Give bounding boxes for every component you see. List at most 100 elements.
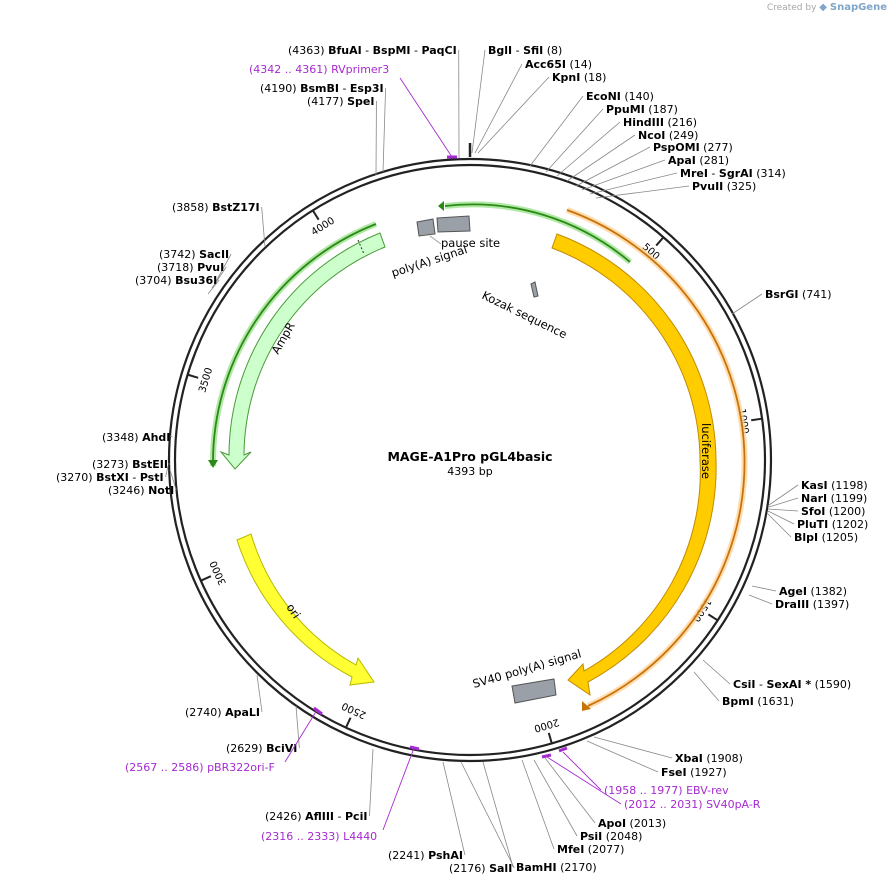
- enzyme-site[interactable]: SfoI (1200): [801, 505, 865, 518]
- enzyme-site[interactable]: NcoI (249): [638, 129, 698, 142]
- enzyme-site[interactable]: BlpI (1205): [794, 531, 858, 544]
- enzyme-site[interactable]: Acc65I (14): [525, 58, 592, 71]
- enzyme-site[interactable]: BamHI (2170): [516, 861, 597, 874]
- connector-line: [702, 659, 731, 685]
- enzyme-site[interactable]: FseI (1927): [661, 766, 727, 779]
- enzyme-site[interactable]: MfeI (2077): [557, 843, 624, 856]
- enzyme-site[interactable]: (3273) BstEII: [92, 458, 168, 471]
- enzyme-label: (3348) AhdI: [102, 431, 170, 444]
- enzyme-label: (4190) BsmBI - Esp3I: [260, 82, 384, 95]
- enzyme-site[interactable]: BglI - SfiI (8): [488, 44, 562, 57]
- amp-green-arc: [212, 223, 377, 467]
- snapgene-logo-icon: ◆: [819, 2, 827, 13]
- enzyme-site[interactable]: EcoNI (140): [586, 90, 654, 103]
- enzyme-site[interactable]: (3742) SacII: [159, 248, 229, 261]
- tick-mark: [707, 613, 719, 622]
- enzyme-site[interactable]: (3348) AhdI: [102, 431, 170, 444]
- enzyme-site[interactable]: (4363) BfuAI - BspMI - PaqCI: [288, 44, 457, 57]
- feature-ampr[interactable]: [219, 232, 386, 470]
- enzyme-site[interactable]: (2629) BciVI: [226, 742, 297, 755]
- feature-sv40-polya-box[interactable]: [511, 678, 557, 704]
- tick-mark: [547, 732, 553, 744]
- primer-binding-mark: [313, 706, 323, 716]
- enzyme-site[interactable]: PvuII (325): [692, 180, 756, 193]
- primer-site[interactable]: (2316 .. 2333) L4440: [261, 830, 377, 843]
- connector-line: [545, 108, 604, 173]
- enzyme-site[interactable]: NarI (1199): [801, 492, 867, 505]
- enzyme-site[interactable]: DraIII (1397): [775, 598, 849, 611]
- enzyme-site[interactable]: (2176) SalI: [449, 862, 512, 875]
- enzyme-site[interactable]: (3704) Bsu36I: [135, 274, 217, 287]
- tick-label: 3500: [197, 367, 215, 395]
- orange-arc: [566, 209, 746, 707]
- enzyme-site[interactable]: HindIII (216): [623, 116, 697, 129]
- enzyme-site[interactable]: (4177) SpeI: [307, 95, 374, 108]
- backbone-outer-strand: [167, 157, 773, 763]
- enzyme-site[interactable]: (4190) BsmBI - Esp3I: [260, 82, 384, 95]
- primer-label: (4342 .. 4361) RVprimer3: [249, 63, 389, 76]
- enzyme-label: (2241) PshAI: [388, 849, 463, 862]
- plasmid-name: MAGE-A1Pro pGL4basic: [387, 449, 552, 464]
- enzyme-label: NarI (1199): [801, 492, 867, 505]
- connector-line: [581, 159, 666, 191]
- enzyme-site[interactable]: (2241) PshAI: [388, 849, 463, 862]
- tick-mark: [655, 236, 665, 247]
- feature-luciferase[interactable]: [551, 233, 717, 697]
- enzyme-site[interactable]: KpnI (18): [552, 71, 606, 84]
- enzyme-labels: BglI - SfiI (8)Acc65I (14)KpnI (18) EcoNI…: [56, 44, 868, 875]
- enzyme-label: (4363) BfuAI - BspMI - PaqCI: [288, 44, 457, 57]
- primer-site[interactable]: (2567 .. 2586) pBR322ori-F: [125, 761, 275, 774]
- connector-line: [165, 465, 169, 478]
- credit-prefix: Created by: [766, 3, 817, 13]
- enzyme-site[interactable]: (3270) BstXI - PstI: [56, 471, 164, 484]
- primer-site[interactable]: (1958 .. 1977) EBV-rev: [604, 784, 729, 797]
- enzyme-label: FseI (1927): [661, 766, 727, 779]
- primer-binding-mark: [558, 746, 568, 753]
- enzyme-site[interactable]: (3246) NotI: [108, 484, 174, 497]
- connector-line: [595, 185, 690, 199]
- feature-ori[interactable]: [236, 533, 375, 686]
- enzyme-site[interactable]: ApoI (2013): [598, 817, 666, 830]
- snapgene-credit: Created by ◆ SnapGene: [767, 2, 887, 13]
- enzyme-site[interactable]: BsrGI (741): [765, 288, 832, 301]
- enzyme-site[interactable]: (2740) ApaLI: [185, 706, 260, 719]
- connector-line: [295, 705, 300, 749]
- enzyme-site[interactable]: BpmI (1631): [722, 695, 794, 708]
- enzyme-site[interactable]: PspOMI (277): [653, 141, 733, 154]
- enzyme-site[interactable]: PsiI (2048): [580, 830, 642, 843]
- features: [219, 215, 717, 704]
- enzyme-site[interactable]: CsiI - SexAI * (1590): [733, 678, 851, 691]
- backbone: [167, 143, 773, 763]
- enzyme-site[interactable]: AgeI (1382): [779, 585, 847, 598]
- enzyme-label: (4177) SpeI: [307, 95, 374, 108]
- feature-polya-box[interactable]: [416, 218, 436, 237]
- enzyme-site[interactable]: KasI (1198): [801, 479, 868, 492]
- enzyme-site[interactable]: MreI - SgrAI (314): [680, 167, 786, 180]
- enzyme-label: ApaI (281): [668, 154, 729, 167]
- enzyme-site[interactable]: (2426) AflIII - PciI: [265, 810, 367, 823]
- enzyme-site[interactable]: PpuMI (187): [606, 103, 678, 116]
- enzyme-site[interactable]: PluTI (1202): [797, 518, 868, 531]
- tick-mark: [751, 417, 763, 422]
- feature-kozak-box[interactable]: [530, 281, 539, 298]
- connector-line: [768, 497, 799, 508]
- connector-line: [529, 95, 584, 167]
- enzyme-site[interactable]: (3718) PvuI: [157, 261, 224, 274]
- backbone-inner-strand: [173, 163, 767, 757]
- connector-line: [477, 76, 550, 154]
- connector-line: [575, 146, 651, 187]
- feature-pause-site-box[interactable]: [436, 215, 471, 233]
- label-kozak: Kozak sequence: [480, 288, 570, 341]
- enzyme-site[interactable]: (3858) BstZ17I: [172, 201, 260, 214]
- connector-line: [169, 469, 177, 491]
- enzyme-site[interactable]: XbaI (1908): [675, 752, 743, 765]
- enzyme-label: BamHI (2170): [516, 861, 597, 874]
- enzyme-label: (3742) SacII: [159, 248, 229, 261]
- primer-site[interactable]: (4342 .. 4361) RVprimer3: [249, 63, 389, 76]
- tick-label: 2000: [533, 716, 561, 734]
- connector-line: [766, 512, 792, 538]
- label-polya-signal: poly(A) signal: [390, 242, 469, 280]
- connector-pause-site: [429, 235, 442, 245]
- enzyme-site[interactable]: ApaI (281): [668, 154, 729, 167]
- primer-site[interactable]: (2012 .. 2031) SV40pA-R: [624, 798, 761, 811]
